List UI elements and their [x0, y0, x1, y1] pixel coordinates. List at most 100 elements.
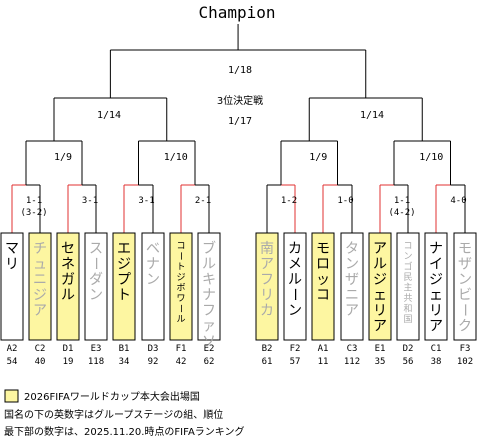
- team-group: F3: [460, 344, 471, 354]
- team-name-char: コ: [316, 287, 330, 303]
- team-name-char: ベ: [146, 241, 160, 257]
- team-name-char: ジ: [176, 273, 185, 283]
- team-name-char: コ: [403, 242, 412, 252]
- team-fifa-rank: 54: [7, 357, 18, 367]
- team-name-char: ェ: [429, 287, 443, 303]
- team-name-char: ッ: [316, 272, 330, 288]
- r1-score: 1-0: [337, 196, 353, 206]
- team-name-char: ザ: [345, 272, 359, 288]
- team-name-char: ワ: [176, 294, 185, 304]
- team-name-char: タ: [345, 241, 359, 257]
- team-fifa-rank: 112: [344, 357, 360, 367]
- team-group: F2: [290, 344, 301, 354]
- team-name-char: ア: [33, 303, 47, 319]
- team-name-char: ナ: [146, 256, 160, 272]
- team-name-char: ロ: [316, 256, 330, 272]
- team-name-char: ニ: [33, 272, 47, 288]
- team-name-char: ル: [176, 315, 185, 325]
- team-name-char: ル: [373, 256, 387, 272]
- legend-swatch-label: 2026FIFAワールドカップ本大会出場国: [24, 390, 200, 403]
- team-name-char: カ: [288, 241, 302, 257]
- team-box: [424, 232, 448, 341]
- team-name-char: メ: [288, 256, 302, 272]
- team-name-char: ル: [202, 256, 216, 272]
- team-fifa-rank: 38: [431, 357, 442, 367]
- team-name-char: プ: [117, 272, 131, 288]
- team-name-char: リ: [260, 287, 274, 303]
- r1-score: 3-1: [82, 196, 98, 206]
- team-fifa-rank: 62: [204, 357, 215, 367]
- team-name-char: ス: [89, 241, 103, 257]
- team-name-char: ー: [175, 304, 185, 313]
- team-name-char: カ: [260, 303, 274, 319]
- legend-swatch: [4, 389, 19, 403]
- team-group: E3: [91, 344, 102, 354]
- r1-score: 4-0: [450, 196, 466, 206]
- team-box: [169, 232, 193, 341]
- team-name-char: ジ: [117, 256, 131, 272]
- team-name-char: 南: [260, 241, 274, 257]
- team-name-char: ー: [87, 257, 103, 271]
- team-box: [396, 232, 420, 341]
- semifinal-date-right: 1/14: [360, 110, 384, 121]
- qf-date: 1/9: [309, 152, 327, 163]
- r1-score: (3-2): [20, 208, 47, 218]
- team-name-char: 民: [403, 272, 412, 283]
- team-name-char: モ: [316, 241, 330, 257]
- third-place-date: 1/17: [228, 116, 252, 127]
- team-box: [56, 232, 80, 341]
- team-name-char: ア: [260, 256, 274, 272]
- team-name-char: リ: [5, 256, 19, 272]
- team-fifa-rank: 34: [119, 357, 130, 367]
- team-box: [28, 232, 52, 341]
- team-list: マリA254チュニジアC240セネガルD119スーダンE3118エジプトB134…: [0, 232, 477, 367]
- team-fifa-rank: 42: [176, 357, 187, 367]
- team-name-char: ジ: [373, 272, 387, 288]
- team-box: [453, 232, 477, 341]
- team-group: E2: [204, 344, 215, 354]
- team-box: [255, 232, 279, 341]
- bracket-lines: [11, 24, 466, 233]
- qf-date: 1/9: [54, 152, 72, 163]
- team-box: [368, 232, 392, 341]
- team-box: [311, 232, 335, 341]
- team-box: [84, 232, 108, 341]
- team-name-char: 主: [403, 282, 412, 294]
- team-name-char: ゴ: [403, 261, 412, 273]
- team-name-char: ン: [458, 272, 472, 288]
- team-group: C1: [431, 344, 442, 354]
- team-name: ベナン: [146, 241, 160, 288]
- team-name-char: チ: [33, 241, 47, 257]
- team-fifa-rank: 40: [35, 357, 46, 367]
- team-group: C2: [35, 344, 46, 354]
- team-name-char: ト: [176, 263, 185, 273]
- team-name-char: ン: [345, 256, 359, 272]
- r1-score: 3-1: [138, 196, 154, 206]
- team-name-char: モ: [458, 241, 472, 257]
- team-name-char: ジ: [33, 287, 47, 303]
- team-fifa-rank: 35: [375, 357, 386, 367]
- team-box: [112, 232, 136, 341]
- team-fifa-rank: 57: [290, 357, 301, 367]
- team-name-char: キ: [202, 272, 216, 288]
- team-name-char: ー: [456, 303, 472, 317]
- team-name-char: ン: [403, 252, 412, 262]
- team-name-char: ビ: [458, 287, 472, 303]
- semifinal-date-left: 1/14: [97, 110, 121, 121]
- team-fifa-rank: 118: [88, 357, 104, 367]
- team-name-char: ュ: [33, 256, 47, 272]
- team-name-char: ク: [458, 318, 472, 334]
- team-group: A2: [7, 344, 18, 354]
